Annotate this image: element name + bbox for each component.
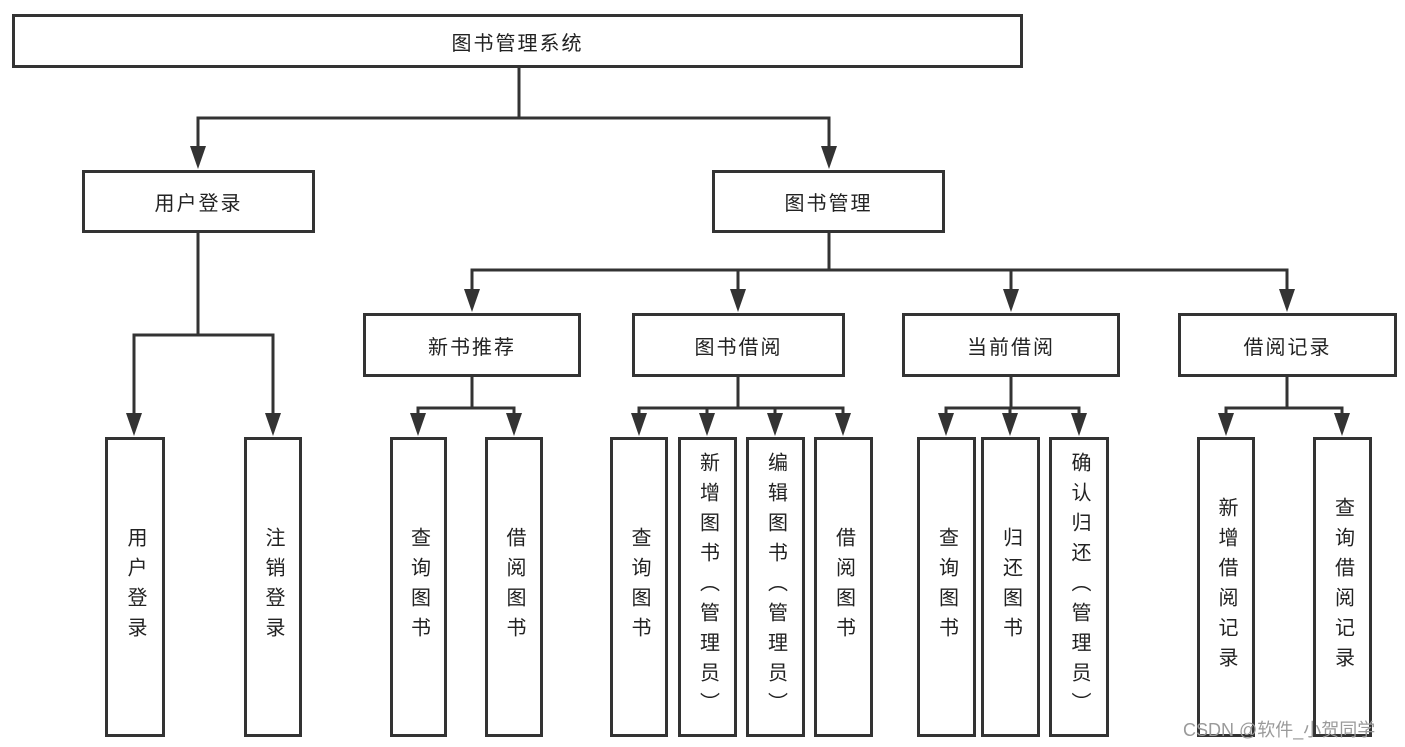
node-book-borrowing: 图书借阅 [632,313,845,377]
leaf-add-borrow-record: 新增借阅记录 [1197,437,1255,737]
edge-current-borrowing-to-leaves [944,373,1081,417]
leaf-logout: 注销登录 [244,437,302,737]
edge-borrowing-records-to-leaves [1224,373,1344,417]
leaf-label: 查询借阅记录 [1331,497,1354,677]
edge-root-to-level2 [196,64,831,150]
node-label: 用户登录 [154,193,243,215]
leaf-user-login: 用户登录 [105,437,165,737]
leaf-label: 新增图书（管理员） [696,452,719,722]
leaf-borrow-books-recommend: 借阅图书 [485,437,543,737]
node-label: 图书借阅 [694,336,783,359]
edge-book-borrowing-to-leaves [637,373,845,417]
leaf-confirm-return-admin: 确认归还（管理员） [1049,437,1109,737]
leaf-query-borrow-record: 查询借阅记录 [1313,437,1372,737]
leaf-add-books-admin: 新增图书（管理员） [678,437,737,737]
leaf-label: 编辑图书（管理员） [764,452,787,722]
edge-user-login-to-leaves [132,229,275,417]
node-label: 借阅记录 [1243,336,1332,359]
leaf-label: 新增借阅记录 [1215,497,1237,677]
leaf-label: 用户登录 [124,527,146,647]
node-label: 图书管理 [784,193,873,215]
node-current-borrowing: 当前借阅 [902,313,1120,377]
node-label: 图书管理系统 [451,32,584,55]
arrowheads [126,146,1350,436]
leaf-query-books-borrowing: 查询图书 [610,437,668,737]
leaf-borrow-books-borrowing: 借阅图书 [814,437,873,737]
node-book-management: 图书管理 [712,170,945,233]
leaf-label: 确认归还（管理员） [1068,452,1090,722]
leaf-return-books: 归还图书 [981,437,1040,737]
edge-book-management-to-level3 [470,229,1289,293]
leaf-label: 注销登录 [262,527,284,647]
leaf-edit-books-admin: 编辑图书（管理员） [746,437,805,737]
leaf-label: 查询图书 [628,527,650,647]
leaf-query-books-recommend: 查询图书 [390,437,447,737]
node-borrowing-records: 借阅记录 [1178,313,1397,377]
node-user-login: 用户登录 [82,170,315,233]
leaf-label: 借阅图书 [503,527,525,647]
leaf-label: 查询图书 [407,527,430,647]
node-new-book-recommend: 新书推荐 [363,313,581,377]
leaf-label: 查询图书 [935,527,958,647]
csdn-watermark: CSDN @软件_小贺同学 [1183,720,1376,740]
leaf-label: 归还图书 [999,527,1022,647]
node-label: 当前借阅 [967,336,1055,359]
leaf-query-books-current: 查询图书 [917,437,976,737]
node-library-management-system: 图书管理系统 [12,14,1023,68]
node-label: 新书推荐 [428,336,516,359]
edge-new-book-recommend-to-leaves [416,373,516,417]
leaf-label: 借阅图书 [832,527,855,647]
